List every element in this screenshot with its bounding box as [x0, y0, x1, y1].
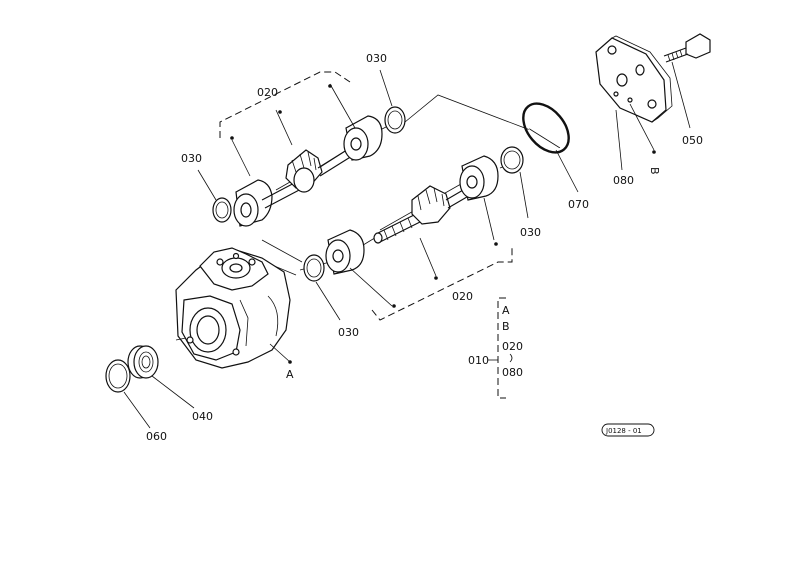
- label-030-right: 030: [520, 226, 541, 239]
- label-030-left: 030: [181, 152, 202, 165]
- lower-right-snap-ring: [500, 146, 524, 174]
- label-020-top: 020: [257, 86, 278, 99]
- legend-item2: 080: [502, 366, 523, 379]
- upper-gear: [261, 147, 353, 209]
- legend-b: B: [502, 320, 510, 333]
- upper-left-bushing: [233, 179, 273, 227]
- o-ring: [522, 102, 570, 154]
- lower-right-bushing: [459, 155, 499, 201]
- label-020-bottom: 020: [452, 290, 473, 303]
- legend-item1: 020: [502, 340, 523, 353]
- legend-bracket: [497, 297, 506, 399]
- retaining-ring: [105, 359, 131, 393]
- label-030-bottom: 030: [338, 326, 359, 339]
- upper-right-bushing: [343, 115, 383, 161]
- label-a: A: [286, 368, 294, 381]
- label-080: 080: [613, 174, 634, 187]
- drawing-code-stamp: J0128 - 01: [601, 423, 655, 437]
- lower-gear-group: [325, 155, 513, 321]
- group-bracket-020-bottom: [371, 246, 513, 321]
- upper-left-snap-ring: [212, 197, 232, 223]
- legend-assembly: 010: [468, 354, 489, 367]
- label-b: B: [648, 167, 661, 175]
- label-050: 050: [682, 134, 703, 147]
- lower-drive-shaft: [373, 185, 473, 244]
- label-030-top: 030: [366, 52, 387, 65]
- drawing-code: J0128 - 01: [605, 427, 642, 435]
- assembly-legend: A B 010 020 080: [468, 297, 523, 399]
- lower-left-snap-ring: [303, 254, 325, 282]
- upper-gear-group: [219, 71, 383, 227]
- lower-left-bushing: [325, 229, 365, 275]
- label-060: 060: [146, 430, 167, 443]
- upper-right-snap-ring: [384, 106, 406, 134]
- label-070: 070: [568, 198, 589, 211]
- pump-housing: [175, 247, 291, 369]
- leader-lines: [123, 61, 691, 429]
- legend-a: A: [502, 304, 510, 317]
- part-labels: 020 030 030 030 030 020 050 070 080 B A …: [146, 52, 703, 443]
- cover-plate: [595, 35, 673, 123]
- group-bracket-020-top: [219, 71, 351, 138]
- label-040: 040: [192, 410, 213, 423]
- bolt: [663, 33, 711, 63]
- oil-seal: [127, 345, 159, 379]
